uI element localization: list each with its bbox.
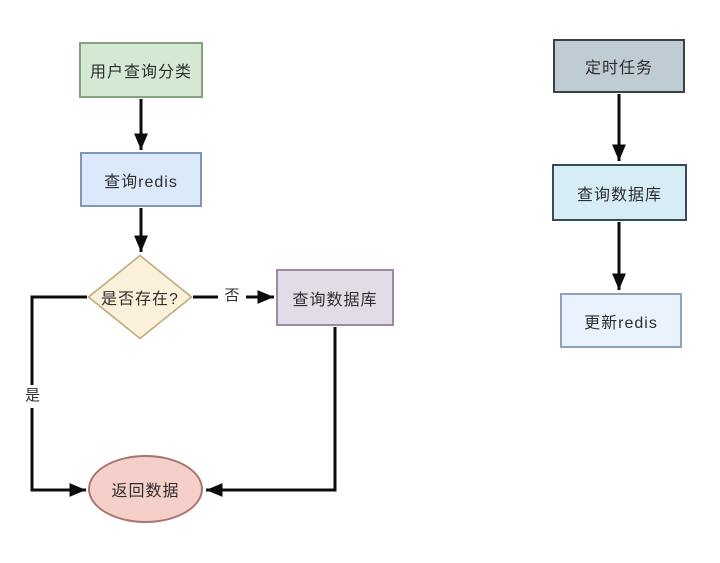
node-label: 更新redis (584, 314, 658, 332)
node-query-database-right: 查询数据库 (552, 164, 687, 221)
node-label: 查询数据库 (292, 291, 378, 309)
node-user-query-classification: 用户查询分类 (79, 42, 203, 98)
node-label: 查询redis (104, 173, 178, 191)
node-label: 查询数据库 (576, 186, 662, 204)
node-label: 返回数据 (111, 483, 180, 500)
edge-label-no: 否 (218, 285, 246, 309)
node-scheduled-task: 定时任务 (553, 39, 685, 93)
node-query-redis: 查询redis (80, 152, 202, 207)
node-query-database-left: 查询数据库 (276, 269, 394, 326)
edge-querydb-returndata (206, 327, 337, 497)
node-label: 用户查询分类 (89, 64, 192, 81)
node-exists-decision: 是否存在? (87, 254, 193, 340)
node-label: 是否存在? (101, 291, 179, 308)
node-update-redis: 更新redis (560, 293, 682, 348)
node-return-data: 返回数据 (88, 455, 203, 523)
edge-label-yes: 是 (23, 385, 42, 408)
diamond-shape (87, 254, 193, 340)
node-label: 定时任务 (584, 60, 653, 77)
